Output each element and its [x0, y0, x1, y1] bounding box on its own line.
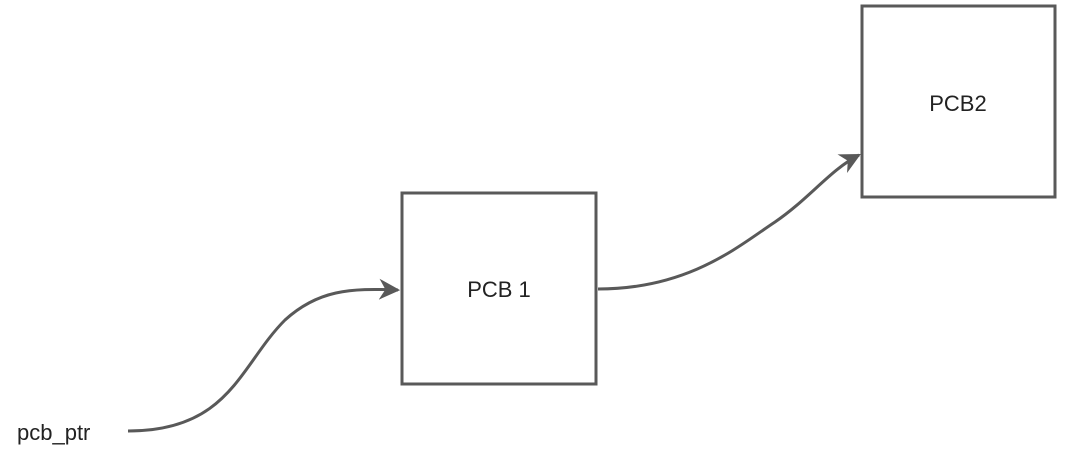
node-pcb1: PCB 1: [400, 191, 598, 386]
edge-pcb-ptr-to-pcb1: [127, 278, 401, 433]
node-pcb1-box: [400, 191, 598, 386]
node-pcb1-label: PCB 1: [467, 277, 531, 302]
pointer-label-pcb-ptr: pcb_ptr: [17, 420, 90, 445]
node-pcb2-label: PCB2: [929, 91, 986, 116]
edge-pcb1-to-pcb2: [597, 153, 861, 291]
node-pcb2: PCB2: [860, 4, 1057, 199]
node-pcb2-box: [860, 4, 1057, 199]
